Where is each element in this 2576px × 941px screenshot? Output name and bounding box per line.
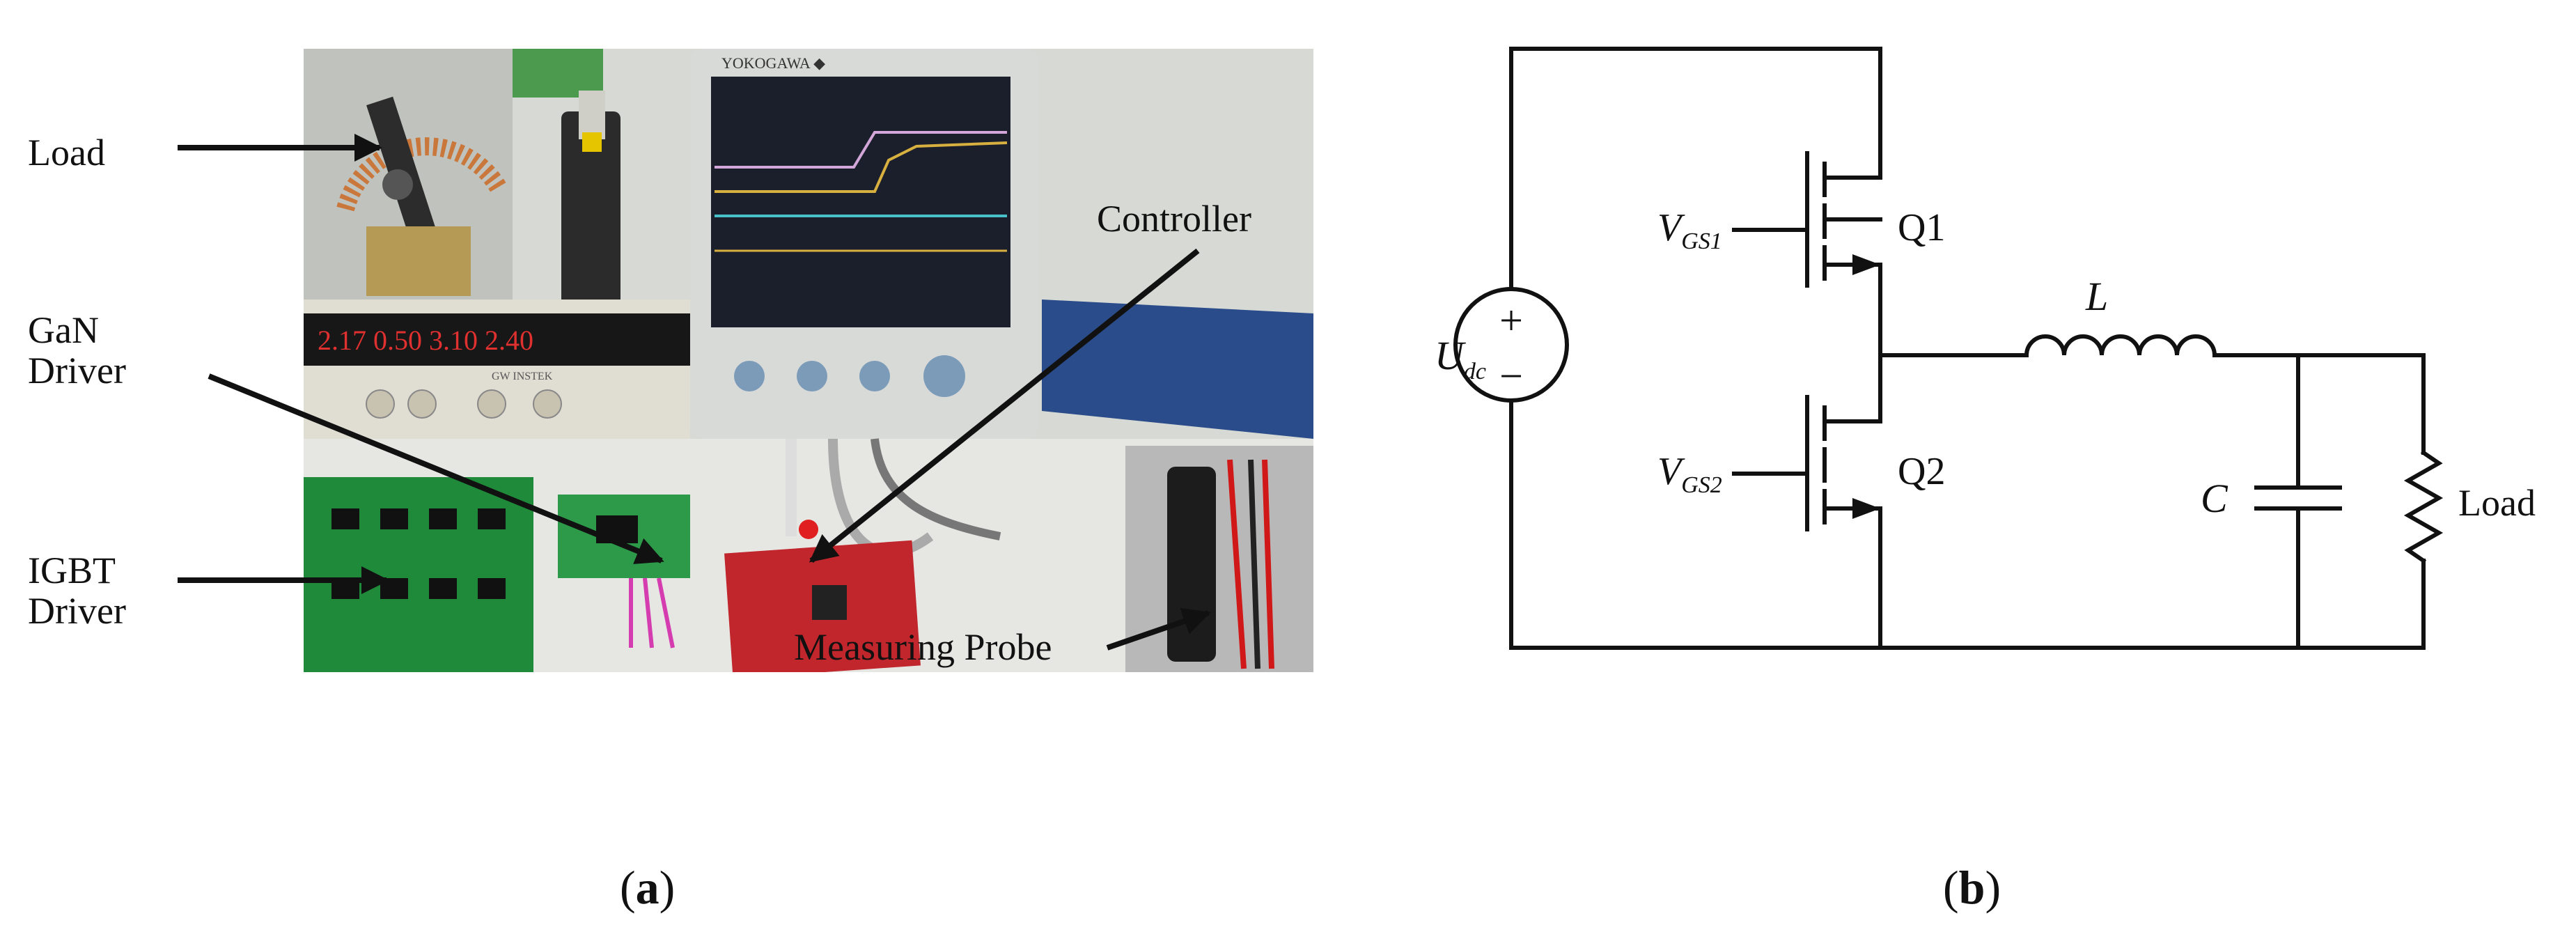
photo-illustration: YOKOGAWA ◆ 2.17 0.50 3.10 2.40 GW INSTEK bbox=[304, 49, 1313, 672]
source-plus-sign: + bbox=[1499, 297, 1523, 343]
label-q1: Q1 bbox=[1898, 206, 1945, 249]
label-source: Udc bbox=[1435, 333, 1486, 384]
load-resistor bbox=[2403, 353, 2444, 650]
load-rheostat bbox=[304, 49, 513, 300]
wire-top-rail bbox=[1509, 47, 1882, 180]
psu-brand-text: GW INSTEK bbox=[492, 371, 553, 382]
label-gan-driver: GaN Driver bbox=[28, 309, 126, 392]
power-supply: 2.17 0.50 3.10 2.40 GW INSTEK bbox=[304, 300, 690, 439]
label-controller: Controller bbox=[1097, 198, 1251, 240]
q2-source-arrow bbox=[1852, 498, 1880, 519]
source-minus-sign: − bbox=[1499, 353, 1523, 399]
q1-source-arrow bbox=[1852, 254, 1880, 275]
circuit-schematic: + − Udc VGS1 VGS2 Q1 Q2 L C Load bbox=[1435, 47, 2536, 650]
oscilloscope: YOKOGAWA ◆ bbox=[690, 49, 1038, 439]
igbt-driver-board bbox=[304, 477, 533, 672]
label-load: Load bbox=[28, 132, 105, 173]
dc-source: + − bbox=[1453, 287, 1569, 403]
label-load-resistor: Load bbox=[2458, 482, 2536, 524]
controller-board bbox=[724, 540, 921, 672]
inductor-l bbox=[2024, 334, 2217, 358]
current-probe bbox=[561, 91, 620, 327]
label-igbt-driver: IGBT Driver bbox=[28, 550, 126, 632]
experimental-setup-photo: YOKOGAWA ◆ 2.17 0.50 3.10 2.40 GW INSTEK bbox=[304, 49, 1313, 672]
label-inductor: L bbox=[2085, 274, 2108, 319]
capacitor-c bbox=[2254, 353, 2342, 650]
label-capacitor: C bbox=[2201, 476, 2228, 521]
switch-q1 bbox=[1732, 151, 1882, 357]
scope-brand-text: YOKOGAWA ◆ bbox=[721, 54, 825, 72]
label-q2: Q2 bbox=[1898, 450, 1945, 493]
label-vgs2: VGS2 bbox=[1657, 450, 1722, 498]
label-measuring-probe: Measuring Probe bbox=[794, 626, 1052, 668]
label-vgs1: VGS1 bbox=[1657, 206, 1722, 254]
caption-panel-a: (a) bbox=[620, 861, 676, 914]
psu-display-text: 2.17 0.50 3.10 2.40 bbox=[318, 325, 533, 356]
measuring-probe-inset bbox=[1125, 446, 1313, 672]
caption-panel-b: (b) bbox=[1943, 861, 2001, 914]
